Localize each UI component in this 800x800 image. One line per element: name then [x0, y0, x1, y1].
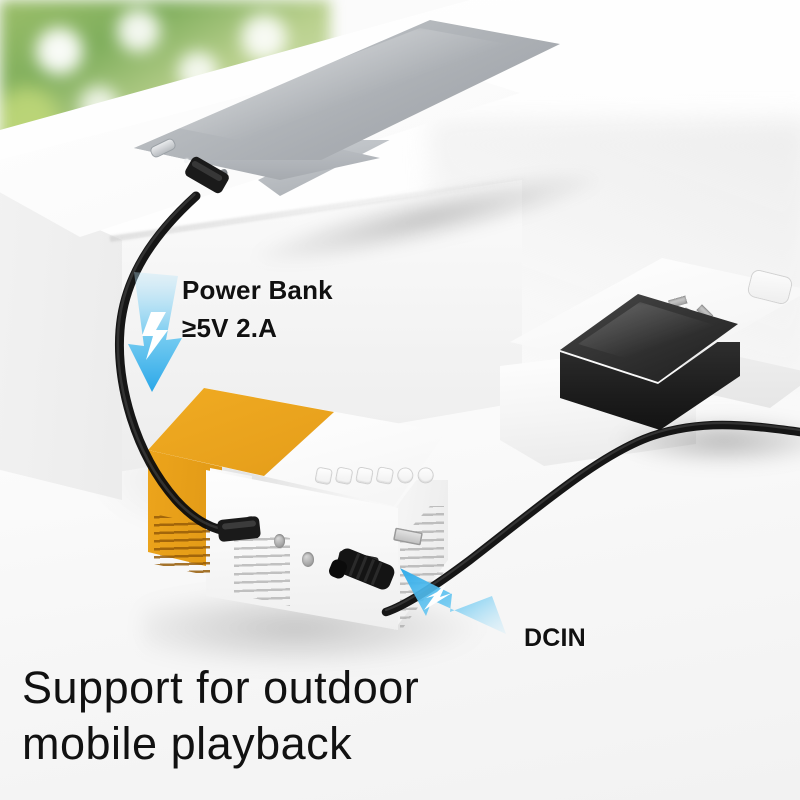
power-bank-led-3: [201, 164, 208, 170]
ac-power-adapter: [554, 294, 800, 466]
power-bank-label-line1: Power Bank: [182, 275, 333, 305]
power-bank-led-1: [183, 158, 190, 164]
power-bank-led-2: [192, 161, 199, 167]
caption-line-1: Support for outdoor: [22, 662, 420, 713]
projector-button-5: [397, 467, 414, 484]
power-bank-callout-label: Power Bank ≥5V 2.A: [182, 272, 333, 347]
projector-button-4: [376, 467, 394, 484]
projector-button-1: [315, 467, 332, 485]
projector-dc-in-jack: [302, 552, 314, 567]
power-bank: [108, 20, 609, 281]
caption-line-2: mobile playback: [22, 718, 353, 770]
projector-av-jack: [244, 516, 257, 532]
projector-button-2: [335, 467, 353, 484]
projector-audio-jack: [274, 534, 285, 548]
dcin-callout-label: DCIN: [524, 624, 586, 652]
caption: Support for outdoor mobile playback: [22, 660, 542, 773]
projector-button-3: [356, 467, 373, 484]
power-bank-label-line2: ≥5V 2.A: [182, 312, 278, 343]
projector-power-button: [417, 467, 434, 484]
power-strip-assembly: [470, 258, 800, 466]
mini-projector: [142, 388, 482, 668]
